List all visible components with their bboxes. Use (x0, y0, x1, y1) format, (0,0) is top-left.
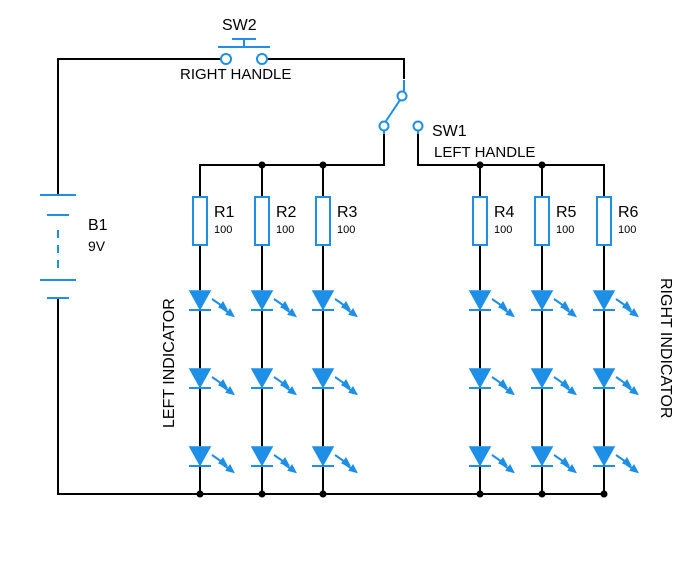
push-button-sw2 (218, 38, 270, 65)
led-icon (468, 368, 515, 396)
led-icon (311, 368, 358, 396)
resistor-value-label: 100 (337, 224, 355, 236)
led-icon (530, 290, 577, 318)
sw2-ref-label: SW2 (222, 17, 257, 34)
led-icon (468, 446, 515, 474)
battery-ref-label: B1 (88, 217, 108, 234)
changeover-switch-sw1 (378, 80, 424, 134)
resistor-r6 (596, 196, 612, 246)
led-icon (311, 446, 358, 474)
led-icon (468, 290, 515, 318)
led-icon (530, 368, 577, 396)
resistor-value-label: 100 (276, 224, 294, 236)
resistor-value-label: 100 (556, 224, 574, 236)
left-indicator-label: LEFT INDICATOR (161, 298, 178, 428)
led-icon (592, 290, 639, 318)
led-icon (592, 368, 639, 396)
battery-value-label: 9V (88, 238, 106, 254)
wires (57, 58, 605, 495)
led-icon (188, 446, 235, 474)
resistor-r4 (472, 196, 488, 246)
resistor-value-label: 100 (214, 224, 232, 236)
sw1-handle-label: LEFT HANDLE (434, 144, 535, 161)
resistor-r2 (254, 196, 270, 246)
led-icon (250, 446, 297, 474)
resistor-value-label: 100 (494, 224, 512, 236)
led-icon (250, 368, 297, 396)
wire-top-right (267, 58, 405, 79)
led-icon (250, 290, 297, 318)
led-icon (592, 446, 639, 474)
battery-b1 (40, 194, 76, 299)
wire-bottom-bus (57, 467, 605, 495)
sw2-handle-label: RIGHT HANDLE (180, 66, 291, 83)
led-icon (530, 446, 577, 474)
wire-left-bus (199, 131, 385, 166)
resistor-r1 (192, 196, 208, 246)
resistor-ref-label: R2 (276, 204, 297, 221)
resistor-ref-label: R1 (214, 204, 235, 221)
right-indicator-label: RIGHT INDICATOR (657, 278, 674, 418)
sw1-ref-label: SW1 (432, 123, 467, 140)
resistor-value-label: 100 (618, 224, 636, 236)
led-icon (188, 368, 235, 396)
resistor-r3 (315, 196, 331, 246)
led-icon (311, 290, 358, 318)
resistor-ref-label: R5 (556, 204, 577, 221)
resistor-ref-label: R4 (494, 204, 515, 221)
led-icon (188, 290, 235, 318)
resistor-r5 (534, 196, 550, 246)
resistor-ref-label: R3 (337, 204, 358, 221)
resistor-ref-label: R6 (618, 204, 639, 221)
